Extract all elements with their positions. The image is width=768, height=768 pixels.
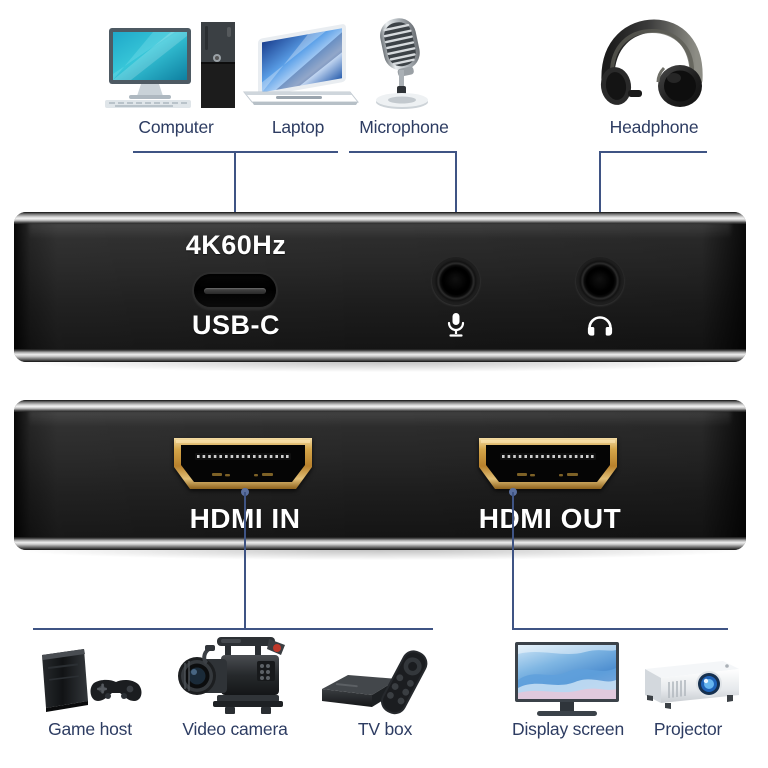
front-panel-top-edge <box>14 212 746 224</box>
back-panel-face <box>14 410 746 539</box>
headphone-jack[interactable] <box>576 257 624 305</box>
connector-line-hdmi-out-vertical <box>512 492 514 629</box>
connector-line-hdmi-in-horizontal <box>33 628 433 630</box>
connector-line-mic-horizontal <box>349 151 457 153</box>
back-panel-bottom-edge <box>14 537 746 550</box>
front-panel-bottom-edge <box>14 349 746 362</box>
top-label-laptop: Laptop <box>271 117 325 137</box>
microphone-icon <box>364 14 440 114</box>
microphone-glyph-icon <box>444 312 468 338</box>
capture-card-back-panel <box>14 400 746 550</box>
headphone-icon <box>594 19 708 110</box>
headphone-glyph-icon <box>586 313 614 337</box>
desktop-computer-icon <box>101 22 251 110</box>
connector-line-hdmi-in-vertical <box>244 492 246 629</box>
spec-label-4k60hz: 4K60Hz <box>185 230 287 260</box>
front-panel-gloss <box>28 223 732 239</box>
top-label-headphone: Headphone <box>609 117 699 137</box>
hdmi-out-port[interactable] <box>473 434 623 496</box>
top-label-computer: Computer <box>138 117 214 137</box>
projector-icon <box>631 655 743 715</box>
top-label-microphone: Microphone <box>359 117 449 137</box>
connector-line-headphone-horizontal <box>599 151 707 153</box>
hdmi-out-label: HDMI OUT <box>478 503 622 534</box>
usb-c-label: USB-C <box>192 310 280 340</box>
laptop-icon <box>230 24 360 108</box>
bottom-label-tv-box: TV box <box>357 719 413 739</box>
bottom-label-video-camera: Video camera <box>182 719 288 739</box>
bottom-label-projector: Projector <box>653 719 723 739</box>
game-console-icon <box>32 645 148 715</box>
back-panel-gloss <box>28 411 732 427</box>
bottom-label-display-screen: Display screen <box>512 719 624 739</box>
monitor-icon <box>511 640 623 718</box>
back-panel-top-edge <box>14 400 746 412</box>
capture-card-front-panel <box>14 212 746 362</box>
video-camera-icon <box>169 635 301 719</box>
usb-c-port[interactable] <box>194 274 276 307</box>
bottom-label-game-host: Game host <box>48 719 132 739</box>
tv-box-icon <box>318 650 448 717</box>
back-panel-shadow <box>22 550 738 560</box>
front-panel-shadow <box>22 362 738 372</box>
hdmi-in-port[interactable] <box>168 434 318 496</box>
connector-line-hdmi-out-horizontal <box>512 628 728 630</box>
front-panel-face <box>14 222 746 351</box>
microphone-jack[interactable] <box>432 257 480 305</box>
